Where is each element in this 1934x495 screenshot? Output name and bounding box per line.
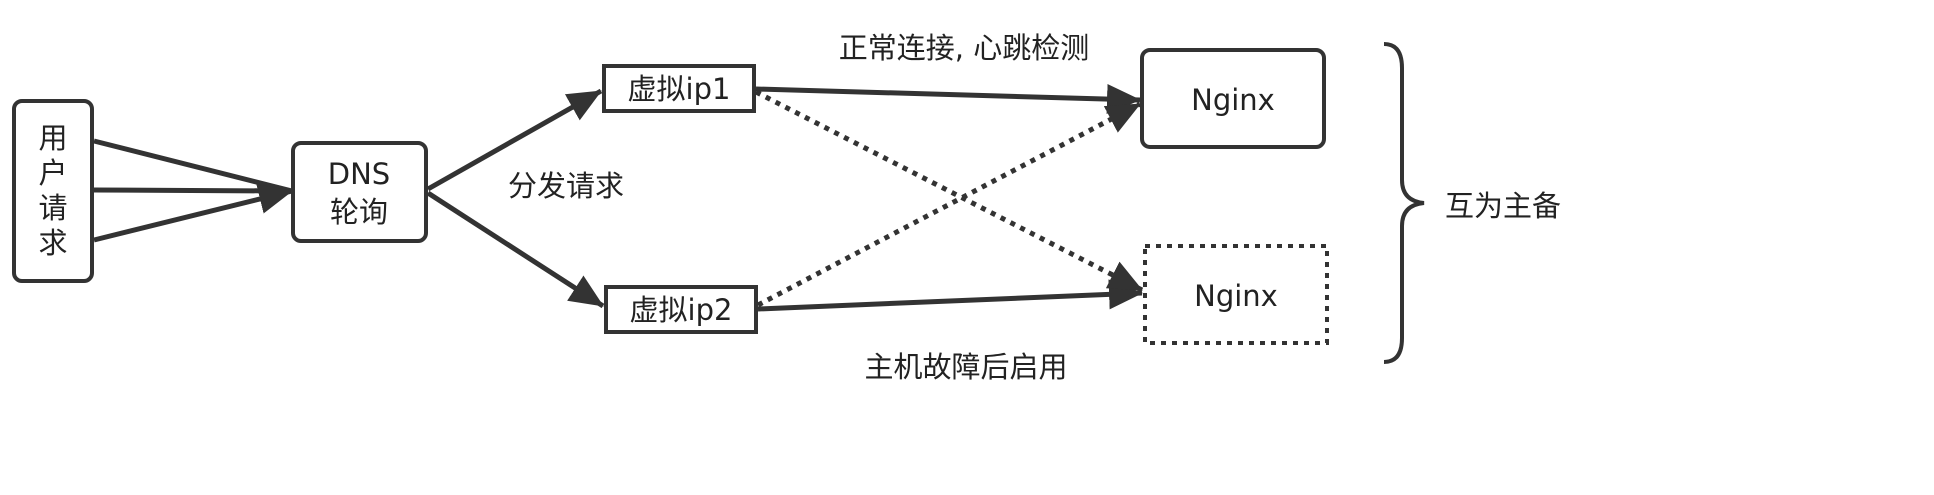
user-request-node: 用 户 请 求	[12, 99, 94, 283]
group-label: 互为主备	[1445, 189, 1561, 223]
dns-to-vip2-edge	[426, 190, 605, 309]
vip2-to-nginx-primary-dotted-edge	[756, 101, 1142, 308]
user-request-label-3: 请	[38, 191, 67, 225]
vip2-label: 虚拟ip2	[630, 293, 733, 327]
user-request-label-1: 用	[38, 121, 67, 155]
nginx-backup-node: Nginx	[1143, 244, 1329, 345]
nginx-primary-node: Nginx	[1140, 48, 1326, 149]
dns-node: DNS 轮询	[291, 141, 428, 243]
dns-label-line-2: 轮询	[330, 195, 388, 229]
nginx-primary-label: Nginx	[1191, 83, 1275, 117]
vip1-node: 虚拟ip1	[602, 64, 756, 113]
dns-to-vip1-edge	[426, 88, 603, 192]
user-to-dns-edges	[93, 138, 293, 243]
vip1-to-nginx-backup-dotted-edge	[754, 89, 1144, 293]
grouping-brace	[1383, 42, 1425, 364]
distribute-request-label: 分发请求	[508, 169, 624, 203]
user-request-label-2: 户	[38, 156, 67, 190]
vip2-to-nginx-backup-edge	[757, 279, 1143, 312]
vip1-label: 虚拟ip1	[628, 72, 731, 106]
vip1-to-nginx-primary-edge	[755, 84, 1141, 115]
vip2-node: 虚拟ip2	[604, 285, 758, 334]
user-request-label-4: 求	[38, 226, 67, 260]
dns-label-line-1: DNS	[328, 157, 390, 191]
heartbeat-label: 正常连接, 心跳检测	[839, 31, 1089, 65]
nginx-backup-label: Nginx	[1194, 279, 1278, 313]
failover-label: 主机故障后启用	[864, 350, 1067, 384]
